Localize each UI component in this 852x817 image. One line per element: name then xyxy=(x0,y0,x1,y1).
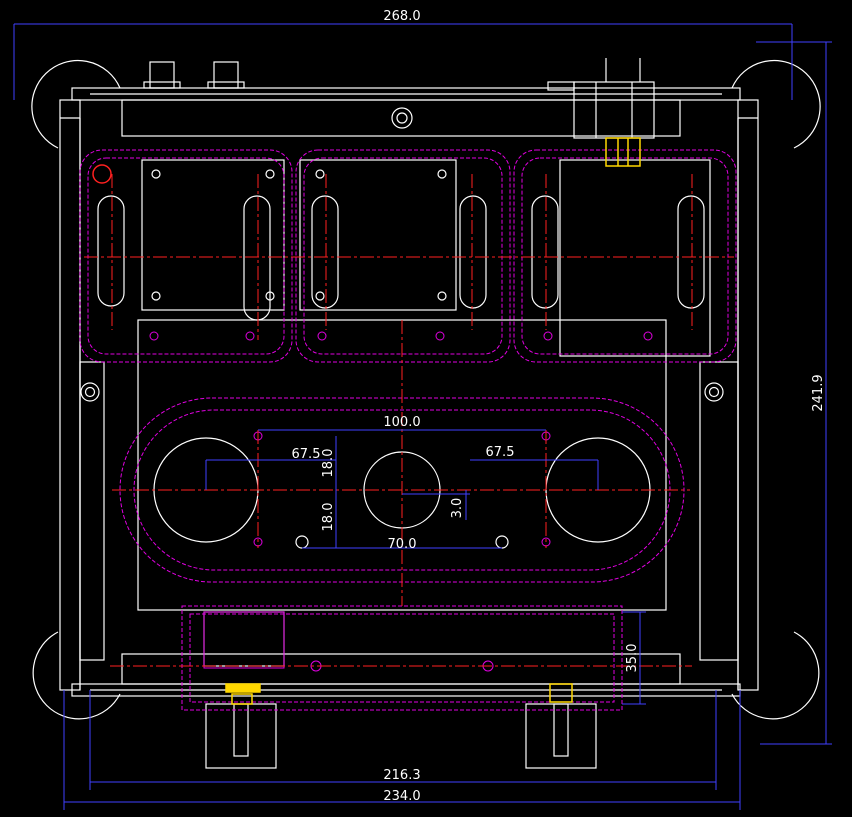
slot-4 xyxy=(459,195,487,309)
dim-right-offset: 67.5 xyxy=(486,445,515,460)
dim-center-offset: 3.0 xyxy=(450,498,465,519)
dimension-labels: 268.0 241.9 216.3 234.0 35.0 100.0 67.5 … xyxy=(292,9,826,804)
highlighted-parts xyxy=(225,137,641,705)
dim-foot-height: 35.0 xyxy=(625,644,640,673)
left-bracket xyxy=(79,361,105,661)
dim-upper-offset: 18.0 xyxy=(321,449,336,478)
slot-1 xyxy=(97,195,125,307)
reference-hole-marker xyxy=(92,164,112,184)
dim-overall-width: 268.0 xyxy=(383,9,420,24)
right-side-screw xyxy=(704,382,724,402)
corner-foot-bottom-left xyxy=(32,631,121,720)
dim-center-spacing: 100.0 xyxy=(383,415,420,430)
top-panel xyxy=(121,99,681,137)
dim-hole-spacing: 70.0 xyxy=(388,537,417,552)
pcb-board-center xyxy=(299,159,457,311)
dimension-lines xyxy=(13,23,832,810)
left-side-screw xyxy=(80,382,100,402)
slot-6 xyxy=(677,195,705,309)
pcb-board-right xyxy=(559,159,711,357)
dim-base-width: 234.0 xyxy=(383,789,420,804)
centerlines xyxy=(84,174,734,667)
dim-inner-width: 216.3 xyxy=(383,768,420,783)
dim-left-offset: 67.5 xyxy=(292,447,321,462)
top-screw xyxy=(391,107,413,129)
dim-overall-height: 241.9 xyxy=(811,374,826,411)
slot-3 xyxy=(311,195,339,309)
dim-lower-offset: 18.0 xyxy=(321,503,336,532)
corner-foot-bottom-right xyxy=(731,631,820,720)
corner-foot-top-right xyxy=(731,59,821,149)
slot-5 xyxy=(531,195,559,309)
right-bracket xyxy=(699,361,739,661)
corner-foot-top-left xyxy=(31,59,121,149)
